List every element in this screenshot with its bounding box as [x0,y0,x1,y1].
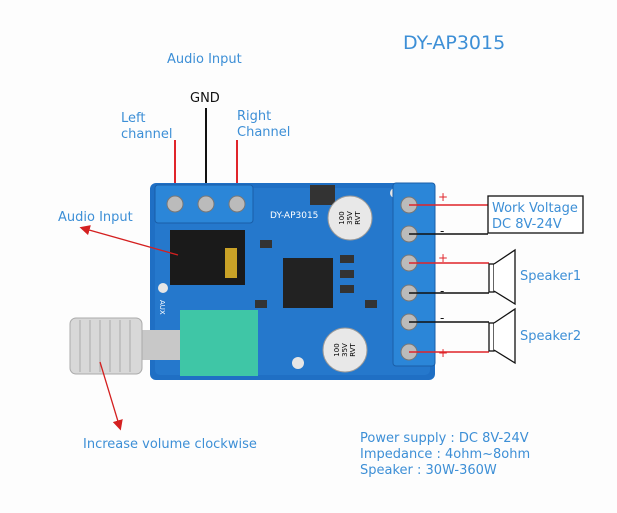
polarity-1: + [438,190,448,204]
svg-text:35V: 35V [346,211,354,225]
svg-text:RVT: RVT [354,211,362,225]
svg-text:100: 100 [333,343,341,356]
right-channel-label-1: Right [237,109,271,124]
product-title: DY-AP3015 [403,32,505,54]
spec-impedance: Impedance : 4ohm~8ohm [360,447,530,462]
volume-potentiometer[interactable] [180,310,258,376]
aux-silkscreen: AUX [158,300,166,315]
speaker1-label: Speaker1 [520,269,581,284]
gnd-label: GND [190,91,220,106]
left-channel-label-2: channel [121,127,172,142]
volume-label: Increase volume clockwise [83,437,257,452]
work-voltage-label: Work Voltage [492,201,578,216]
polarity-2: - [440,224,444,238]
polarity-6: + [438,346,448,360]
spec-speaker: Speaker : 30W-360W [360,463,497,478]
polarity-5: - [440,311,444,325]
speaker2-icon [488,307,516,365]
audio-input-left-label: Audio Input [58,210,133,225]
audio-input-top-label: Audio Input [167,52,242,67]
right-channel-label-2: Channel [237,125,290,140]
svg-text:100: 100 [338,211,346,224]
polarity-4: - [440,284,444,298]
capacitor-bottom: 100 35V RVT [322,327,368,373]
amplifier-ic [283,258,333,308]
board-silkscreen: DY-AP3015 [270,211,318,221]
capacitor-top: 100 35V RVT [327,195,373,241]
spec-power-supply: Power supply : DC 8V-24V [360,431,529,446]
speaker2-label: Speaker2 [520,329,581,344]
work-voltage-box [487,195,584,234]
polarity-3: + [438,251,448,265]
speaker1-icon [488,248,516,306]
svg-text:35V: 35V [341,343,349,357]
left-channel-label-1: Left [121,111,145,126]
work-voltage-range: DC 8V-24V [492,217,562,232]
volume-knob[interactable] [69,317,143,375]
svg-text:RVT: RVT [349,343,357,357]
